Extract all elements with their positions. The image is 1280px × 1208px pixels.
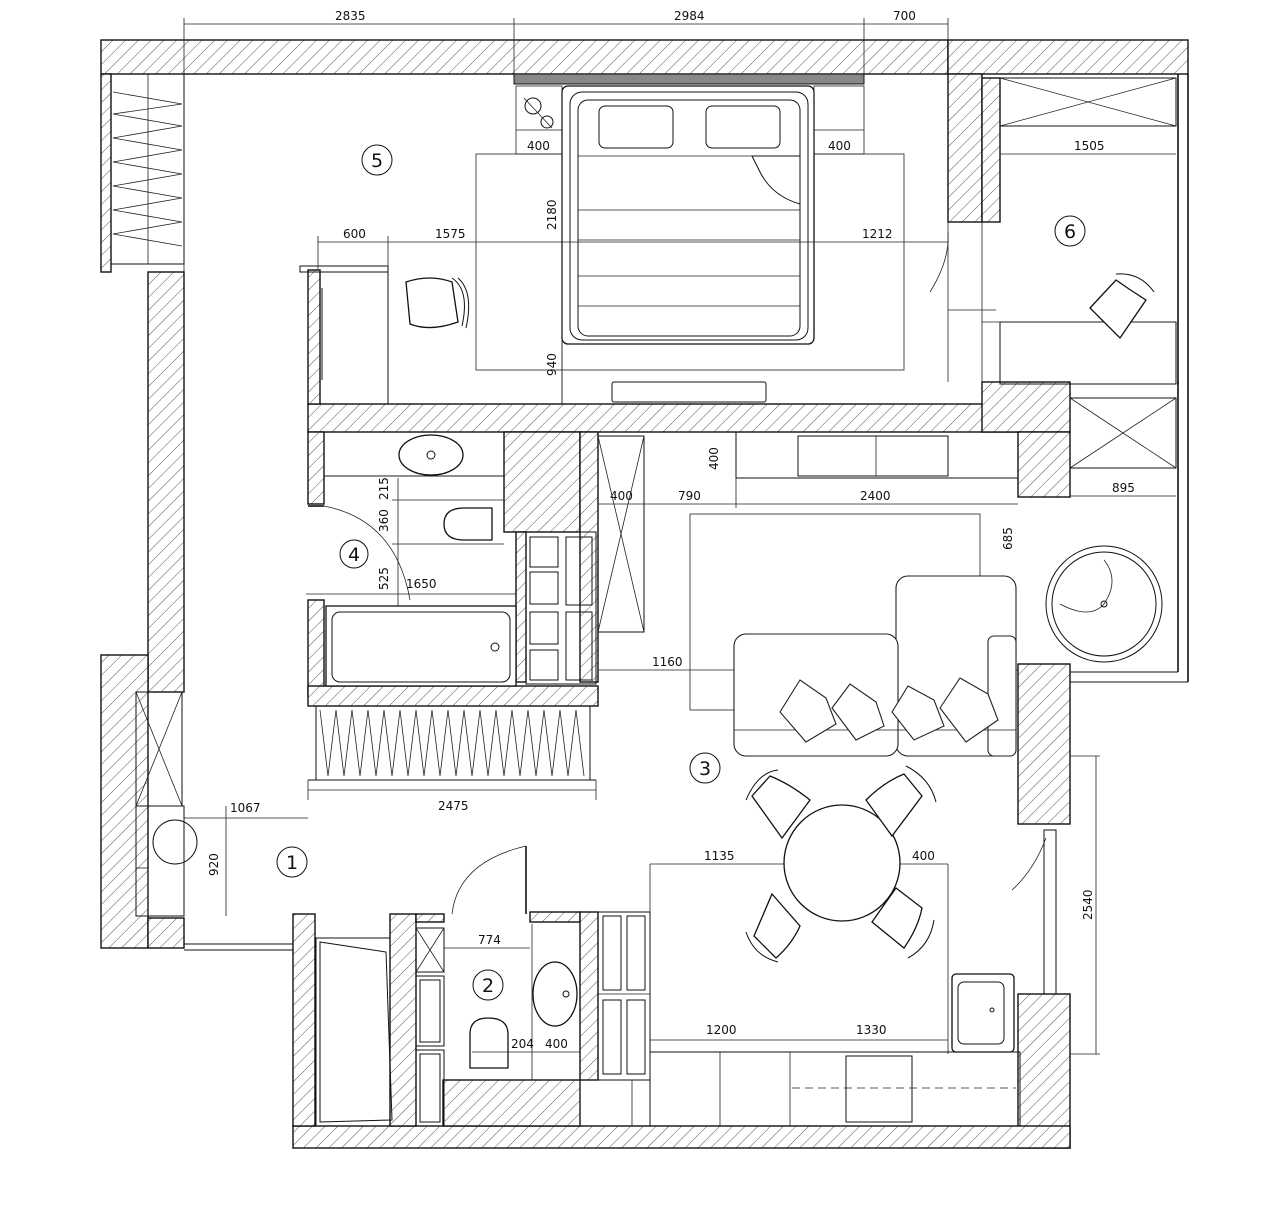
top-dim-2: 2984 xyxy=(674,9,705,23)
dim-desk-to-bed: 1575 xyxy=(435,227,466,241)
dim-living-685: 685 xyxy=(1001,527,1015,550)
dim-wc-400: 400 xyxy=(545,1037,568,1051)
bathtub xyxy=(325,605,517,687)
dim-desk-depth: 600 xyxy=(343,227,366,241)
room-1-label: 1 xyxy=(286,852,298,874)
room-2-label: 2 xyxy=(482,975,494,997)
bath-sink xyxy=(398,434,464,476)
dim-tv-400: 400 xyxy=(610,489,633,503)
study-chair xyxy=(1089,279,1147,340)
dim-bath-215: 215 xyxy=(377,477,391,500)
dining-chairs xyxy=(745,765,937,963)
dim-sofa-1160: 1160 xyxy=(652,655,683,669)
room-4-label: 4 xyxy=(348,544,360,566)
hall: 1067 920 1 xyxy=(135,691,308,951)
room-6-label: 6 xyxy=(1064,221,1076,243)
cushions xyxy=(779,677,999,743)
wardrobe-hall: 2475 xyxy=(307,705,597,813)
desk-chair xyxy=(405,277,459,329)
dim-tv-400-vertical: 400 xyxy=(707,447,721,470)
bedroom: 5 400 400 2180 940 600 1575 xyxy=(299,85,996,405)
walls xyxy=(100,39,1189,1149)
dim-tv-2400: 2400 xyxy=(860,489,891,503)
dim-bed-length: 2180 xyxy=(545,199,559,230)
dim-kitchen-2540: 2540 xyxy=(1081,889,1095,920)
toilet xyxy=(443,507,493,541)
dim-hall-1067: 1067 xyxy=(230,801,261,815)
wc-toilet xyxy=(469,1017,509,1069)
dining-table xyxy=(783,804,901,922)
room-3-label: 3 xyxy=(699,758,711,780)
dim-kitchen-1200: 1200 xyxy=(706,1023,737,1037)
wc: 774 2 204 400 xyxy=(315,845,580,1127)
dim-wc-204: 204 xyxy=(511,1037,534,1051)
wardrobe-bedroom xyxy=(110,73,185,265)
dim-bath-525: 525 xyxy=(377,567,391,590)
room-5-label: 5 xyxy=(371,150,383,172)
kitchen-sink xyxy=(951,973,1015,1053)
dim-tv-790: 790 xyxy=(678,489,701,503)
dim-bath-1650: 1650 xyxy=(406,577,437,591)
dim-nightstand-left: 400 xyxy=(527,139,550,153)
study: 1505 6 xyxy=(981,74,1189,385)
bathroom: 215 360 525 700 4 1650 xyxy=(306,431,645,687)
living-kitchen: 400 400 790 2400 685 1160 2430 895 xyxy=(579,382,1189,1127)
dim-study-width: 1505 xyxy=(1074,139,1105,153)
wc-sink xyxy=(532,961,578,1027)
top-dim-3: 700 xyxy=(893,9,916,23)
dim-dining-1135: 1135 xyxy=(704,849,735,863)
dim-balcony-895: 895 xyxy=(1112,481,1135,495)
dim-bed-to-wall: 1212 xyxy=(862,227,893,241)
dim-nightstand-right: 400 xyxy=(828,139,851,153)
dim-kitchen-1330: 1330 xyxy=(856,1023,887,1037)
dim-bed-foot: 940 xyxy=(545,353,559,376)
top-dim-1: 2835 xyxy=(335,9,366,23)
bed xyxy=(561,85,815,345)
dim-bath-360: 360 xyxy=(377,509,391,532)
dim-dining-400: 400 xyxy=(912,849,935,863)
dim-wc-774: 774 xyxy=(478,933,501,947)
dim-hall-920: 920 xyxy=(207,853,221,876)
dim-wardrobe-width: 2475 xyxy=(438,799,469,813)
